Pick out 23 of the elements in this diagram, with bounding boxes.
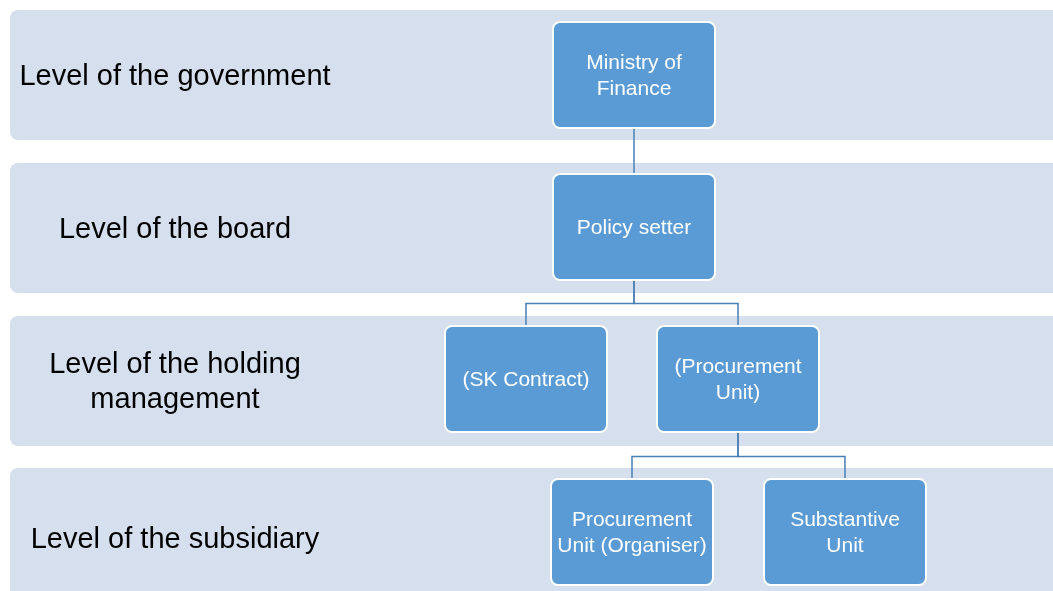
level-label: Level of the board bbox=[57, 210, 293, 246]
level-band bbox=[10, 163, 1053, 293]
level-label: Level of the holding management bbox=[48, 346, 302, 416]
unit-name: (Procurement Unit) bbox=[673, 352, 803, 405]
org-unit-box bbox=[552, 173, 716, 281]
connector-line bbox=[633, 280, 739, 326]
org-unit-box bbox=[550, 478, 714, 586]
level-label: Level of the government bbox=[18, 57, 332, 93]
level-band bbox=[10, 10, 1053, 140]
unit-name: Substantive Unit bbox=[789, 505, 901, 558]
unit-name: Procurement Unit (Organiser) bbox=[556, 505, 708, 558]
connector-line bbox=[633, 128, 635, 174]
org-unit-box bbox=[552, 21, 716, 129]
level-label: Level of the subsidiary bbox=[29, 520, 321, 556]
connector-line bbox=[737, 432, 846, 479]
unit-name: Ministry of Finance bbox=[585, 48, 683, 101]
unit-name: Policy setter bbox=[575, 213, 693, 240]
org-unit-box bbox=[763, 478, 927, 586]
org-unit-box bbox=[444, 325, 608, 433]
level-band bbox=[10, 468, 1053, 591]
level-band bbox=[10, 316, 1053, 446]
org-unit-box bbox=[656, 325, 820, 433]
unit-name: (SK Contract) bbox=[461, 365, 591, 392]
